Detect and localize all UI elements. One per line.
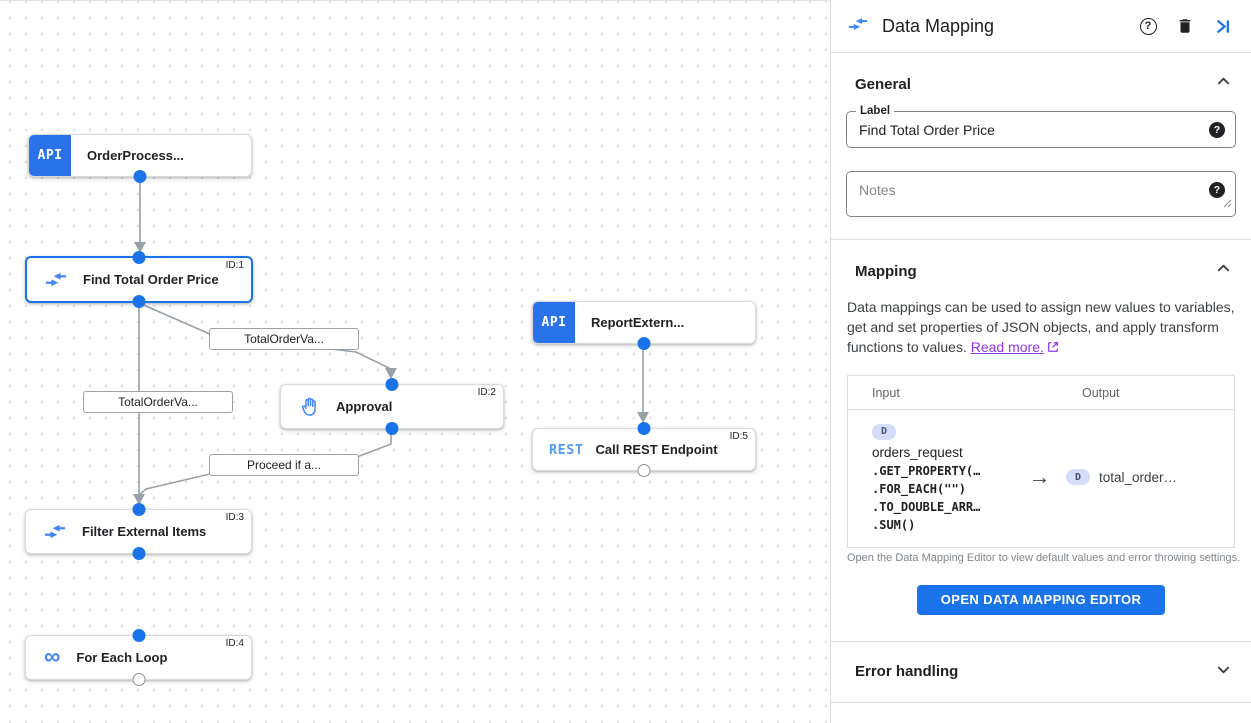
node-order-process-trigger[interactable]: API OrderProcess... <box>28 134 252 183</box>
input-port[interactable] <box>132 251 146 264</box>
data-mapping-icon <box>45 271 67 288</box>
rest-icon: REST <box>549 441 584 458</box>
divider <box>831 239 1251 240</box>
approval-hand-icon <box>299 396 320 417</box>
read-more-link[interactable]: Read more. <box>970 339 1044 355</box>
config-panel: Data Mapping ? General Label <box>830 0 1251 723</box>
node-label: Approval <box>336 399 393 414</box>
output-port[interactable] <box>637 464 651 477</box>
input-column-header: Input <box>872 385 900 400</box>
node-id-label: ID:2 <box>477 387 496 398</box>
help-button[interactable]: ? <box>1136 14 1160 38</box>
transform-line: .SUM() <box>872 517 916 532</box>
section-title: General <box>855 75 911 93</box>
node-id-label: ID:1 <box>225 260 244 271</box>
arrowhead <box>637 412 649 423</box>
node-id-label: ID:5 <box>729 431 748 442</box>
arrowhead <box>385 368 397 379</box>
data-mapping-icon <box>848 16 868 37</box>
output-port[interactable] <box>133 170 147 183</box>
section-error-handling-header[interactable]: Error handling <box>831 642 1251 702</box>
api-trigger-icon: API <box>29 135 71 176</box>
mapping-description-text: Data mappings can be used to assign new … <box>847 299 1235 355</box>
output-column-header: Output <box>1082 385 1120 400</box>
notes-help-icon[interactable]: ? <box>1209 182 1225 198</box>
node-call-rest-endpoint[interactable]: ID:5 REST Call REST Endpoint <box>532 422 756 477</box>
transform-line: .GET_PROPERTY(… <box>872 463 981 478</box>
chevron-up-icon <box>1216 261 1231 281</box>
data-type-badge: D <box>1066 469 1090 486</box>
panel-title: Data Mapping <box>882 15 995 36</box>
edge-label-proceed-if[interactable]: Proceed if a... <box>209 454 359 476</box>
node-filter-external-items[interactable]: ID:3 Filter External Items <box>25 503 252 560</box>
transform-line: .TO_DOUBLE_ARR… <box>872 499 981 514</box>
divider <box>831 640 1251 642</box>
output-port[interactable] <box>132 673 145 686</box>
input-port[interactable] <box>385 378 399 391</box>
panel-header: Data Mapping ? <box>831 0 1251 52</box>
mapping-table-header: Input Output <box>848 376 1234 410</box>
node-report-extern-trigger[interactable]: API ReportExtern... <box>532 301 756 350</box>
arrowhead <box>133 494 145 505</box>
external-link-icon <box>1047 338 1059 358</box>
collapse-panel-button[interactable] <box>1210 14 1234 38</box>
node-id-label: ID:4 <box>225 638 244 649</box>
node-label: Find Total Order Price <box>83 272 219 287</box>
mapping-row[interactable]: D orders_request .GET_PROPERTY(… .FOR_EA… <box>848 410 1234 547</box>
input-port[interactable] <box>132 629 145 642</box>
button-row: OPEN DATA MAPPING EDITOR <box>847 584 1235 615</box>
mapping-input-cell: D orders_request .GET_PROPERTY(… .FOR_EA… <box>848 421 1013 534</box>
section-mapping-header[interactable]: Mapping <box>831 240 1251 295</box>
node-label: Filter External Items <box>82 524 207 539</box>
node-find-total-order-price[interactable]: ID:1 Find Total Order Price <box>25 251 253 308</box>
edge-label-total-order-value-2[interactable]: TotalOrderVa... <box>83 391 233 413</box>
output-port[interactable] <box>132 295 146 308</box>
node-label: Call REST Endpoint <box>595 442 718 457</box>
mapping-table: Input Output D orders_request .GET_PROPE… <box>847 375 1235 548</box>
edge-label-total-order-value-1[interactable]: TotalOrderVa... <box>209 328 359 350</box>
section-general-header[interactable]: General <box>831 53 1251 108</box>
node-approval[interactable]: ID:2 Approval <box>280 378 504 435</box>
label-field-caption: Label <box>856 104 895 118</box>
mapping-output-cell: D total_order… <box>1066 469 1178 486</box>
node-for-each-loop[interactable]: ID:4 ∞ For Each Loop <box>25 629 252 686</box>
open-data-mapping-editor-button[interactable]: OPEN DATA MAPPING EDITOR <box>916 584 1166 615</box>
node-label: ReportExtern... <box>591 315 685 330</box>
data-mapping-icon <box>44 523 66 540</box>
output-port[interactable] <box>132 547 145 560</box>
loop-icon: ∞ <box>44 643 61 669</box>
delete-button[interactable] <box>1173 14 1197 38</box>
mapping-section-body: Data mappings can be used to assign new … <box>831 295 1251 615</box>
mapping-caption: Open the Data Mapping Editor to view def… <box>847 551 1241 564</box>
edges-layer <box>133 177 649 505</box>
integration-canvas[interactable]: API OrderProcess... ID:1 Find Total Orde… <box>0 0 830 723</box>
section-title: Mapping <box>855 262 917 280</box>
label-help-icon[interactable]: ? <box>1209 122 1225 138</box>
output-port[interactable] <box>385 422 399 435</box>
output-variable: total_order… <box>1099 469 1178 485</box>
chevron-up-icon <box>1216 74 1231 94</box>
divider <box>831 52 1251 53</box>
resize-handle[interactable] <box>1223 195 1232 213</box>
node-id-label: ID:3 <box>225 512 244 523</box>
chevron-down-icon <box>1216 662 1231 682</box>
label-input[interactable] <box>847 112 1235 147</box>
node-label: For Each Loop <box>76 650 168 665</box>
notes-field: ? <box>846 171 1236 217</box>
transform-line: .FOR_EACH("") <box>872 481 966 496</box>
output-port[interactable] <box>637 337 651 350</box>
notes-input[interactable] <box>847 172 1235 216</box>
node-label: OrderProcess... <box>87 148 184 163</box>
mapping-arrow-icon: → <box>1028 464 1051 490</box>
divider <box>831 701 1251 703</box>
input-port[interactable] <box>132 503 145 516</box>
data-type-badge: D <box>872 423 896 440</box>
mapping-description: Data mappings can be used to assign new … <box>847 297 1235 358</box>
input-variable: orders_request <box>872 444 963 460</box>
arrowhead <box>134 242 146 253</box>
section-title: Error handling <box>855 663 959 680</box>
input-port[interactable] <box>637 422 651 435</box>
api-trigger-icon: API <box>533 302 575 343</box>
label-field: Label ? <box>846 104 1236 148</box>
